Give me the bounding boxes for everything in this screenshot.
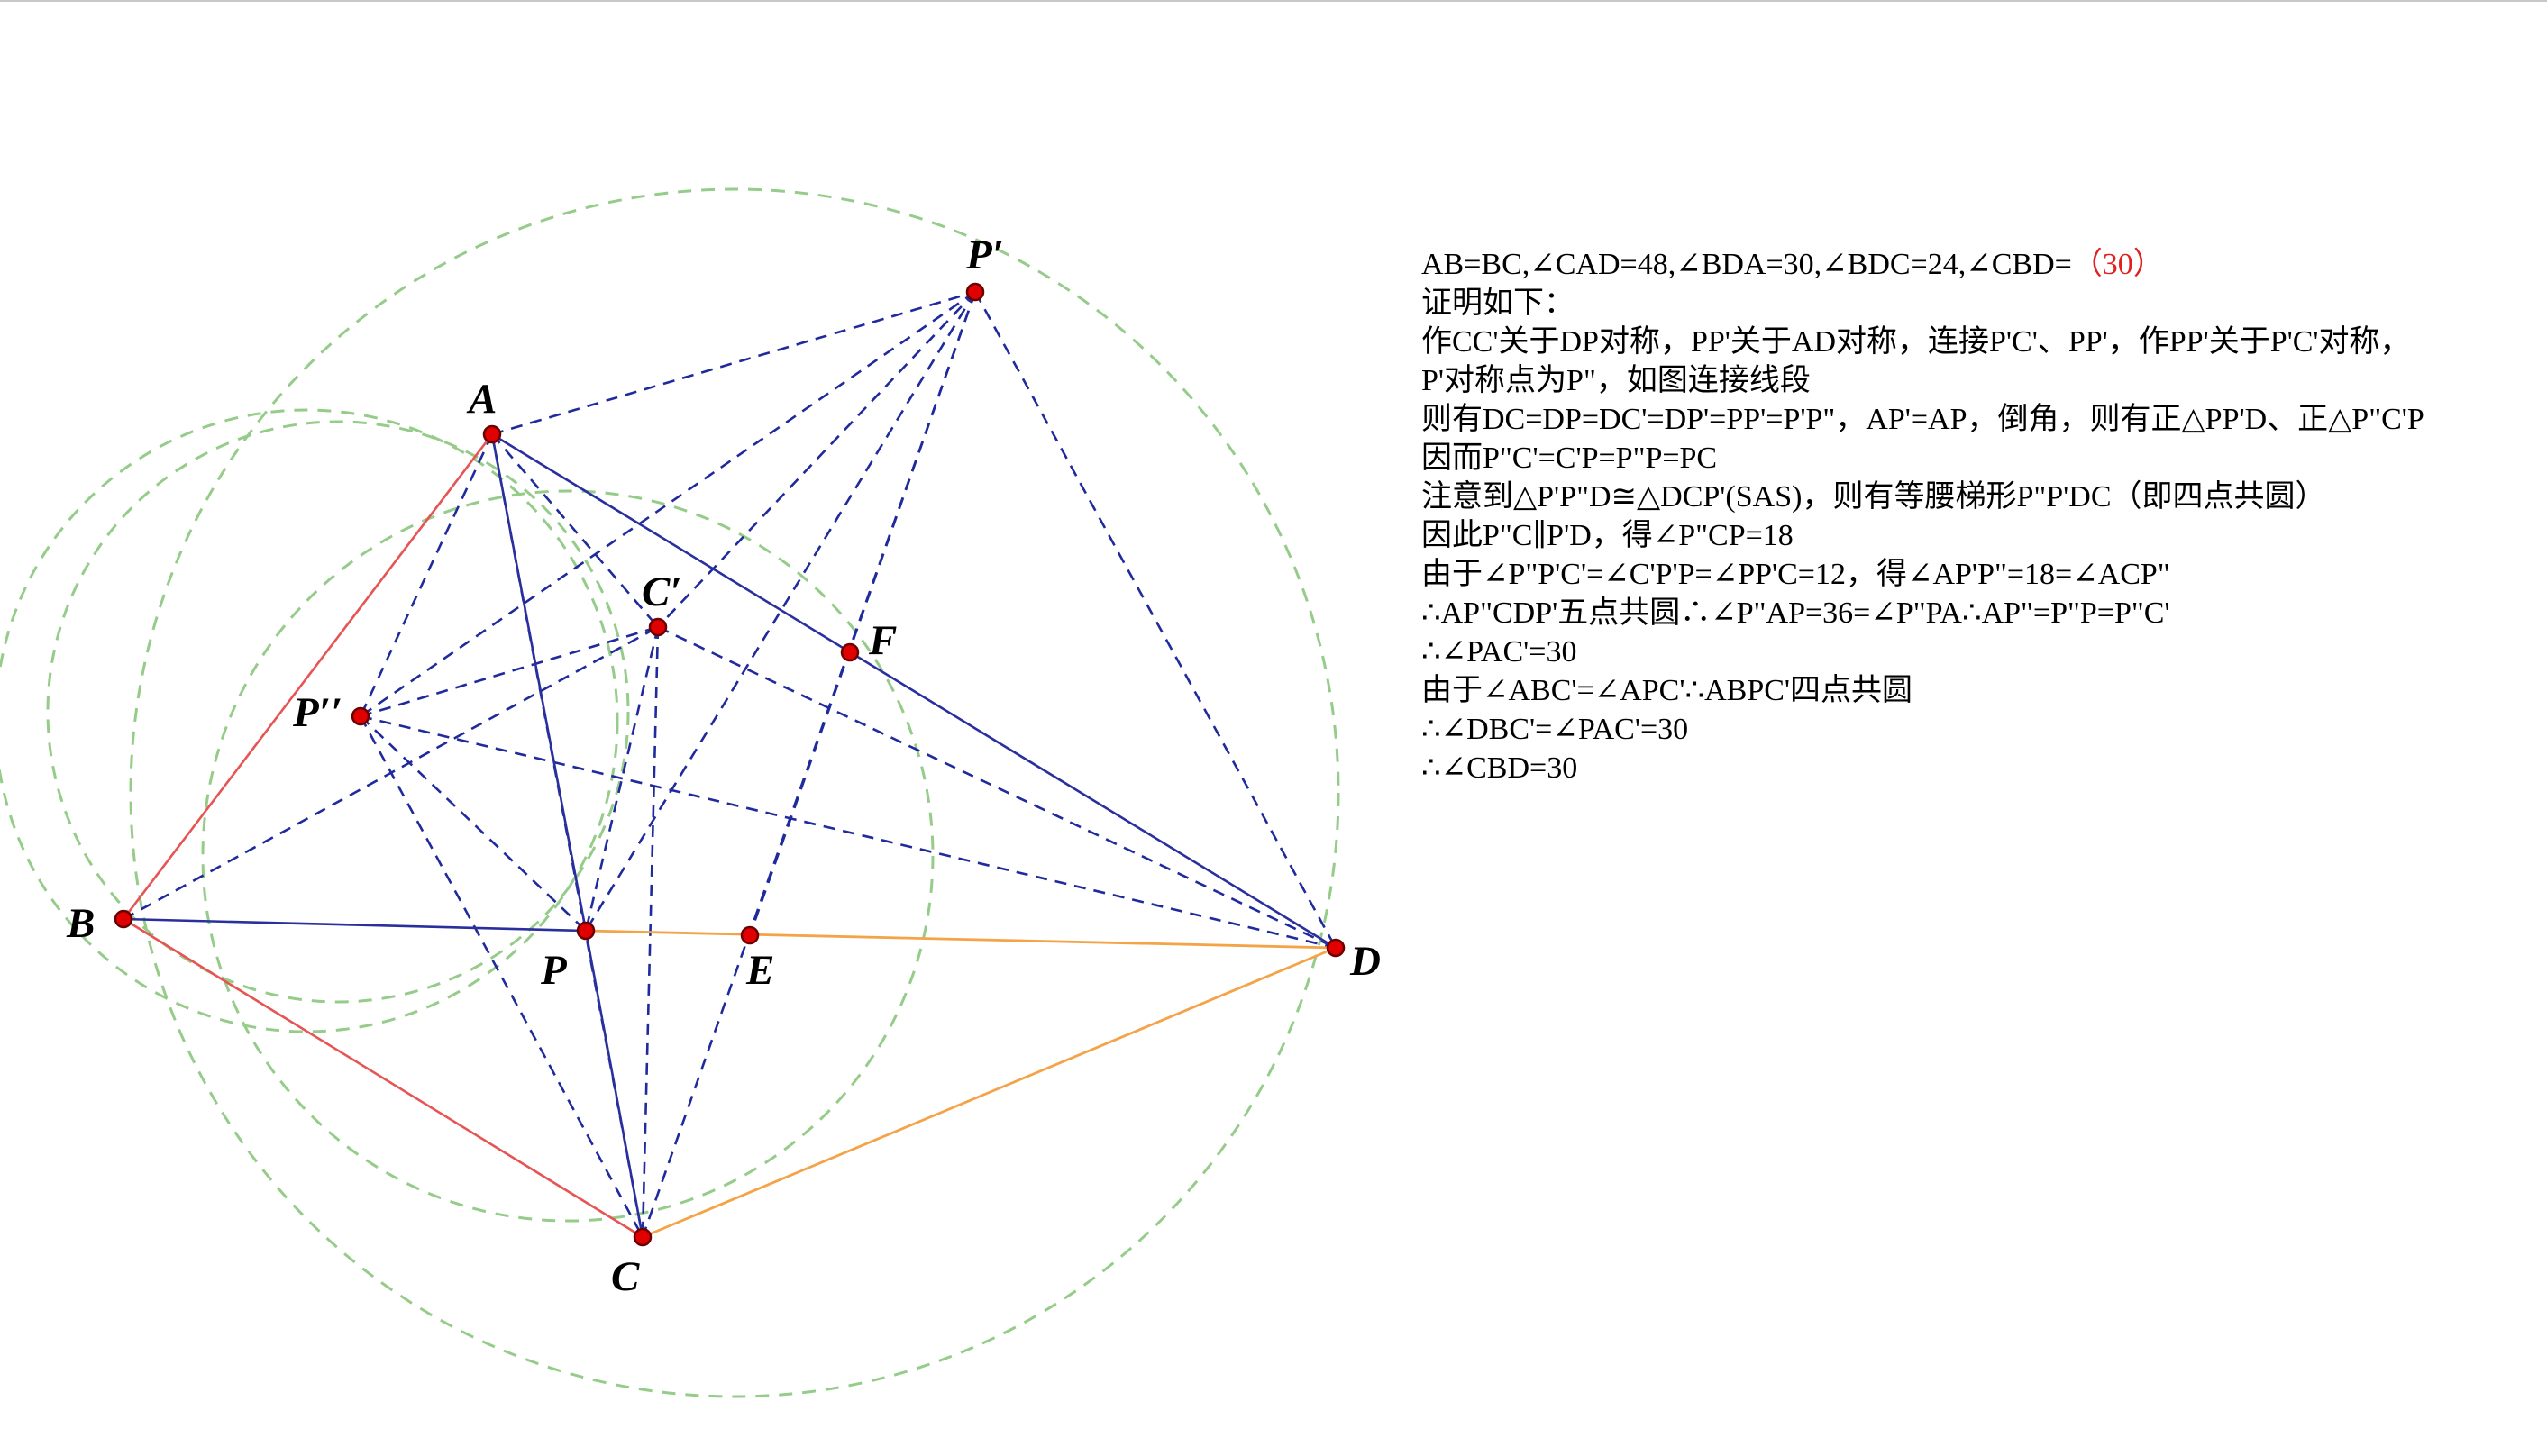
point-p-prime	[965, 282, 985, 302]
point-c-prime	[648, 617, 668, 637]
proof-line: ∴∠DBC'=∠PAC'=30	[1421, 713, 1689, 746]
problem-statement: AB=BC,∠CAD=48,∠BDA=30,∠BDC=24,∠CBD=（30）	[1421, 245, 2539, 284]
seg-a-p	[490, 433, 588, 932]
point-e	[740, 925, 760, 945]
point-p-double-prime	[351, 706, 370, 726]
seg-p-d	[585, 929, 1337, 950]
seg-b-p	[123, 917, 587, 933]
proof-line: ∴∠CBD=30	[1421, 751, 1578, 785]
seg-a-d	[491, 432, 1337, 950]
problem-conditions: AB=BC,∠CAD=48,∠BDA=30,∠BDC=24,∠CBD=	[1421, 248, 2072, 281]
seg-ppp-d	[360, 714, 1337, 950]
top-border	[0, 0, 2547, 2]
seg-pp-p	[584, 291, 977, 932]
seg-ppp-c	[359, 715, 644, 1238]
circle-a-p-c-d	[129, 187, 1340, 1398]
points	[114, 282, 1346, 1247]
proof-line: 由于∠ABC'=∠APC'∴ABPC'四点共圆	[1421, 674, 1913, 707]
seg-a-cp	[491, 433, 659, 628]
auxiliary-circles	[0, 187, 1340, 1398]
label-c-prime: C′	[642, 569, 682, 615]
seg-a-b	[122, 433, 494, 920]
seg-pp-e	[748, 291, 977, 936]
label-e: E	[745, 947, 774, 994]
seg-cp-d	[657, 625, 1337, 950]
label-p-double-prime: P′′	[292, 689, 342, 736]
point-d	[1326, 938, 1346, 958]
label-d: D	[1349, 938, 1381, 985]
proof-line: P'对称点为P"，如图连接线段	[1421, 364, 1811, 397]
circle-p-small	[201, 489, 935, 1223]
seg-a-pp	[491, 290, 976, 436]
label-f: F	[868, 617, 897, 664]
proof-line: 因此P"C∥P'D，得∠P"CP=18	[1421, 519, 1794, 552]
proof-line: 注意到△P'P"D≅△DCP'(SAS)，则有等腰梯形P"P'DC（即四点共圆）	[1421, 480, 2326, 514]
proof-line: ∴AP"CDP'五点共圆∴∠P"AP=36=∠P"PA∴AP"=P"P=P"C'	[1421, 596, 2170, 630]
circle-a-b-c	[0, 408, 619, 1033]
point-c	[633, 1227, 653, 1247]
seg-pp-d	[973, 291, 1337, 949]
seg-ppp-cp	[360, 625, 659, 718]
label-c: C	[611, 1253, 640, 1300]
proof-line: 则有DC=DP=DC'=DP'=PP'=P'P"，AP'=AP，倒角，则有正△P…	[1421, 403, 2424, 436]
proof-line: ∴∠PAC'=30	[1421, 635, 1577, 669]
label-p: P	[540, 947, 568, 994]
dashed-segments	[123, 290, 1337, 1238]
circle-b-large	[46, 420, 630, 1004]
seg-pp-ppp	[360, 290, 976, 718]
proof-line: 因而P"C'=C'P=P"P=PC	[1421, 441, 1718, 475]
seg-cp-p	[584, 626, 660, 932]
proof-line: 作CC'关于DP对称，PP'关于AD对称，连接P'C'、PP'，作PP'关于P'…	[1421, 325, 2411, 359]
answer-value: （30）	[2071, 248, 2164, 281]
proof-line: 证明如下：	[1421, 287, 1575, 320]
label-a: A	[466, 376, 497, 423]
seg-ppp-p	[360, 715, 587, 932]
point-f	[840, 642, 860, 662]
seg-a-ppp	[359, 433, 494, 717]
solid-segments	[122, 432, 1337, 1239]
seg-b-c	[123, 917, 644, 1239]
proof-line: 由于∠P"P'C'=∠C'P'P=∠PP'C=12，得∠AP'P"=18=∠AC…	[1421, 558, 2170, 591]
point-labels: A B C D P E F P′ P′′ C′	[66, 232, 1381, 1300]
label-b: B	[66, 900, 95, 947]
seg-p-c	[584, 930, 644, 1238]
point-p	[576, 921, 596, 941]
point-a	[482, 424, 502, 444]
seg-c-d	[642, 946, 1337, 1239]
geometry-figure: A B C D P E F P′ P′′ C′	[0, 187, 1381, 1398]
proof-text: AB=BC,∠CAD=48,∠BDA=30,∠BDC=24,∠CBD=（30） …	[1421, 245, 2539, 787]
label-p-prime: P′	[965, 232, 1004, 278]
point-b	[114, 909, 133, 929]
seg-pp-cp	[657, 291, 976, 628]
